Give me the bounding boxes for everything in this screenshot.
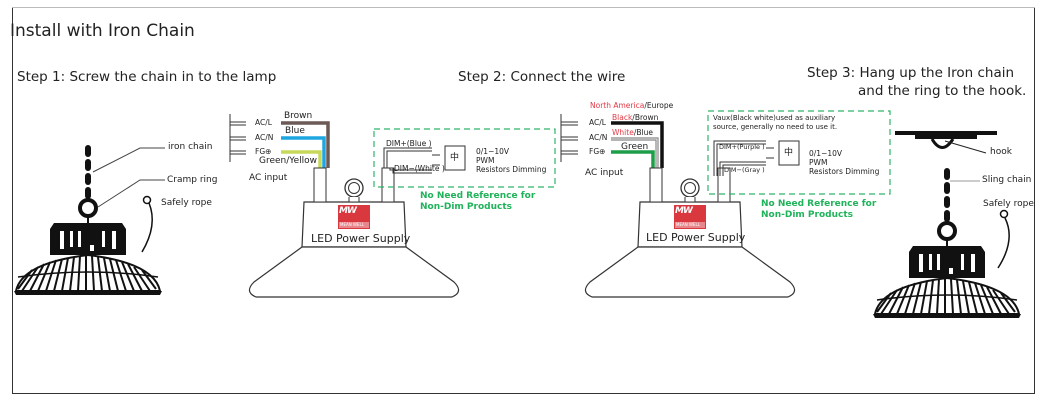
step2b-dimmer-symbol: 中 — [784, 148, 794, 158]
step2b-wire-white-blue: White/Blue — [612, 128, 653, 137]
step2b-dim-plus: DIM+(Purple ) — [719, 143, 765, 151]
step2b-terminal-fg: FG⊕ — [589, 147, 606, 156]
vaux-note-line-2: source, generally no need to use it. — [713, 123, 838, 131]
wire-blue: /Blue — [633, 128, 653, 137]
step2a-wires — [281, 121, 330, 168]
step1-heading: Step 1: Screw the chain in to the lamp — [17, 69, 277, 85]
label-iron-chain: iron chain — [168, 142, 213, 152]
step2-heading: Step 2: Connect the wire — [458, 69, 626, 85]
label-sling-chain: Sling chain — [982, 175, 1032, 185]
step2a-wire-blue: Blue — [285, 126, 305, 136]
note-line-2: Non-Dim Products — [420, 202, 512, 212]
step2a-terminal-acl: AC/L — [255, 118, 272, 127]
step3-safety-rope — [997, 209, 1010, 269]
diagram-frame — [12, 8, 1035, 394]
step2b-ac-terminals — [560, 114, 578, 162]
step2a-brand-name: MEAN WELL — [340, 222, 364, 227]
step2b-brand-name: MEAN WELL — [676, 222, 700, 227]
note-line-1: No Need Reference for — [761, 199, 877, 209]
note-line-2: Non-Dim Products — [761, 210, 853, 220]
step3-hook-illustration — [895, 131, 997, 154]
step2b-dim-wires — [713, 140, 774, 176]
vaux-note-line-1: Vaux(Black white)used as auxiliary — [713, 114, 836, 122]
step2b-region-header: North America/Europe — [590, 101, 673, 110]
step2b-wire-black-brown: Black/Brown — [612, 113, 658, 122]
dimmer-mode-resistors: Resistors Dimming — [476, 165, 547, 174]
wire-black: Black — [612, 113, 633, 122]
step2a-terminal-acn: AC/N — [255, 133, 274, 142]
step2a-terminal-fg: FG⊕ — [255, 147, 272, 156]
dimmer-mode-pwm: PWM — [809, 158, 828, 167]
step2a-dim-plus: DIM+(Blue ) — [386, 139, 432, 148]
step2b-dimmer-box — [778, 140, 800, 166]
step2a-wire-green-yellow: Green/Yellow — [259, 156, 317, 166]
step1-leader-lines — [92, 147, 165, 208]
wire-brown: /Brown — [632, 113, 659, 122]
note-line-1: No Need Reference for — [420, 191, 536, 201]
step2a-dimmer-symbol: 中 — [450, 153, 460, 163]
wire-white: White — [612, 128, 634, 137]
step3-lamp-illustration — [871, 166, 1023, 320]
dimmer-mode-voltage: 0/1−10V — [809, 149, 843, 158]
step2b-vaux-note: Vaux(Black white)used as auxiliary sourc… — [713, 114, 837, 132]
step2a-dimmer-modes: 0/1−10V PWM Resistors Dimming — [476, 147, 546, 174]
step2a-psu-label: LED Power Supply — [311, 232, 411, 245]
step2a-brand-logo: MW — [339, 206, 357, 216]
step2b-dimmer-modes: 0/1−10V PWM Resistors Dimming — [809, 149, 879, 176]
step2a-dimming-box — [373, 128, 556, 188]
step2a-wire-brown: Brown — [284, 111, 313, 121]
step2b-ac-input: AC input — [585, 168, 624, 178]
step2b-dimming-box — [707, 110, 891, 195]
step2b-terminal-acn: AC/N — [589, 133, 608, 142]
step2b-non-dim-note: No Need Reference for Non-Dim Products — [761, 199, 876, 221]
label-safety-rope-1: Safely rope — [161, 198, 212, 208]
step2b-wire-green: Green — [621, 142, 649, 152]
step2a-dim-wires — [383, 147, 440, 174]
step1-lamp-illustration — [12, 143, 164, 297]
step2a-ac-input: AC input — [249, 173, 288, 183]
region-europe: /Europe — [644, 101, 674, 110]
label-cramp-ring: Cramp ring — [167, 175, 218, 185]
step2b-brand-logo: MW — [675, 206, 693, 216]
step2a-dimmer-box — [444, 145, 466, 171]
step1-safety-rope — [141, 195, 153, 253]
step3-heading-line2: and the ring to the hook. — [858, 83, 1027, 99]
label-safety-rope-3: Safely rope — [983, 199, 1034, 209]
step2a-ac-terminals — [229, 114, 246, 162]
page-title: Install with Iron Chain — [10, 21, 195, 41]
label-hook: hook — [990, 147, 1012, 157]
step2b-terminal-acl: AC/L — [589, 118, 606, 127]
step2b-psu-label: LED Power Supply — [646, 231, 746, 244]
step2b-dim-minus: DIM−(Gray ) — [724, 166, 765, 174]
step2b-wires — [611, 121, 664, 168]
step3-heading-line1: Step 3: Hang up the Iron chain — [807, 65, 1015, 81]
dimmer-mode-pwm: PWM — [476, 156, 495, 165]
frame-top-border — [12, 7, 1035, 8]
step2a-non-dim-note: No Need Reference for Non-Dim Products — [420, 191, 535, 213]
dimmer-mode-resistors: Resistors Dimming — [809, 167, 880, 176]
step2a-dim-minus: DIM−(White ) — [394, 164, 445, 173]
dimmer-mode-voltage: 0/1−10V — [476, 147, 510, 156]
region-north-america: North America — [590, 101, 645, 110]
